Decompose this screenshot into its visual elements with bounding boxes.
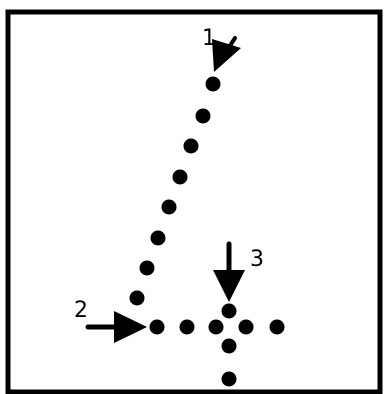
stroke-2-label: 2 bbox=[74, 298, 88, 323]
stroke-2-dot bbox=[238, 319, 254, 335]
stroke-2-dot bbox=[179, 319, 195, 335]
stroke-2-arrow bbox=[85, 311, 147, 343]
frame-border bbox=[5, 9, 383, 394]
stroke-1-dot bbox=[172, 169, 188, 185]
stroke-3-label: 3 bbox=[250, 247, 264, 272]
stroke-3-dot bbox=[221, 303, 237, 319]
stroke-1-dot bbox=[183, 138, 199, 154]
stroke-2-dot bbox=[208, 319, 224, 335]
stroke-1-dot bbox=[195, 108, 211, 124]
stroke-3-dot bbox=[221, 338, 237, 354]
stroke-1-dot bbox=[161, 199, 177, 215]
stroke-1-dot bbox=[139, 260, 155, 276]
stroke-1-dot bbox=[129, 290, 145, 306]
stroke-2-dot bbox=[149, 319, 165, 335]
stroke-1-label: 1 bbox=[202, 26, 216, 51]
stroke-1-dots bbox=[129, 76, 221, 306]
stroke-1-arrow bbox=[212, 36, 241, 72]
stroke-1-dot bbox=[150, 230, 166, 246]
stroke-3-dots bbox=[221, 303, 237, 387]
stroke-2-dots bbox=[149, 319, 285, 335]
stroke-2-dot bbox=[269, 319, 285, 335]
stroke-3-dot bbox=[221, 371, 237, 387]
stroke-3-arrow bbox=[213, 241, 245, 302]
stroke-1-dot bbox=[205, 76, 221, 92]
